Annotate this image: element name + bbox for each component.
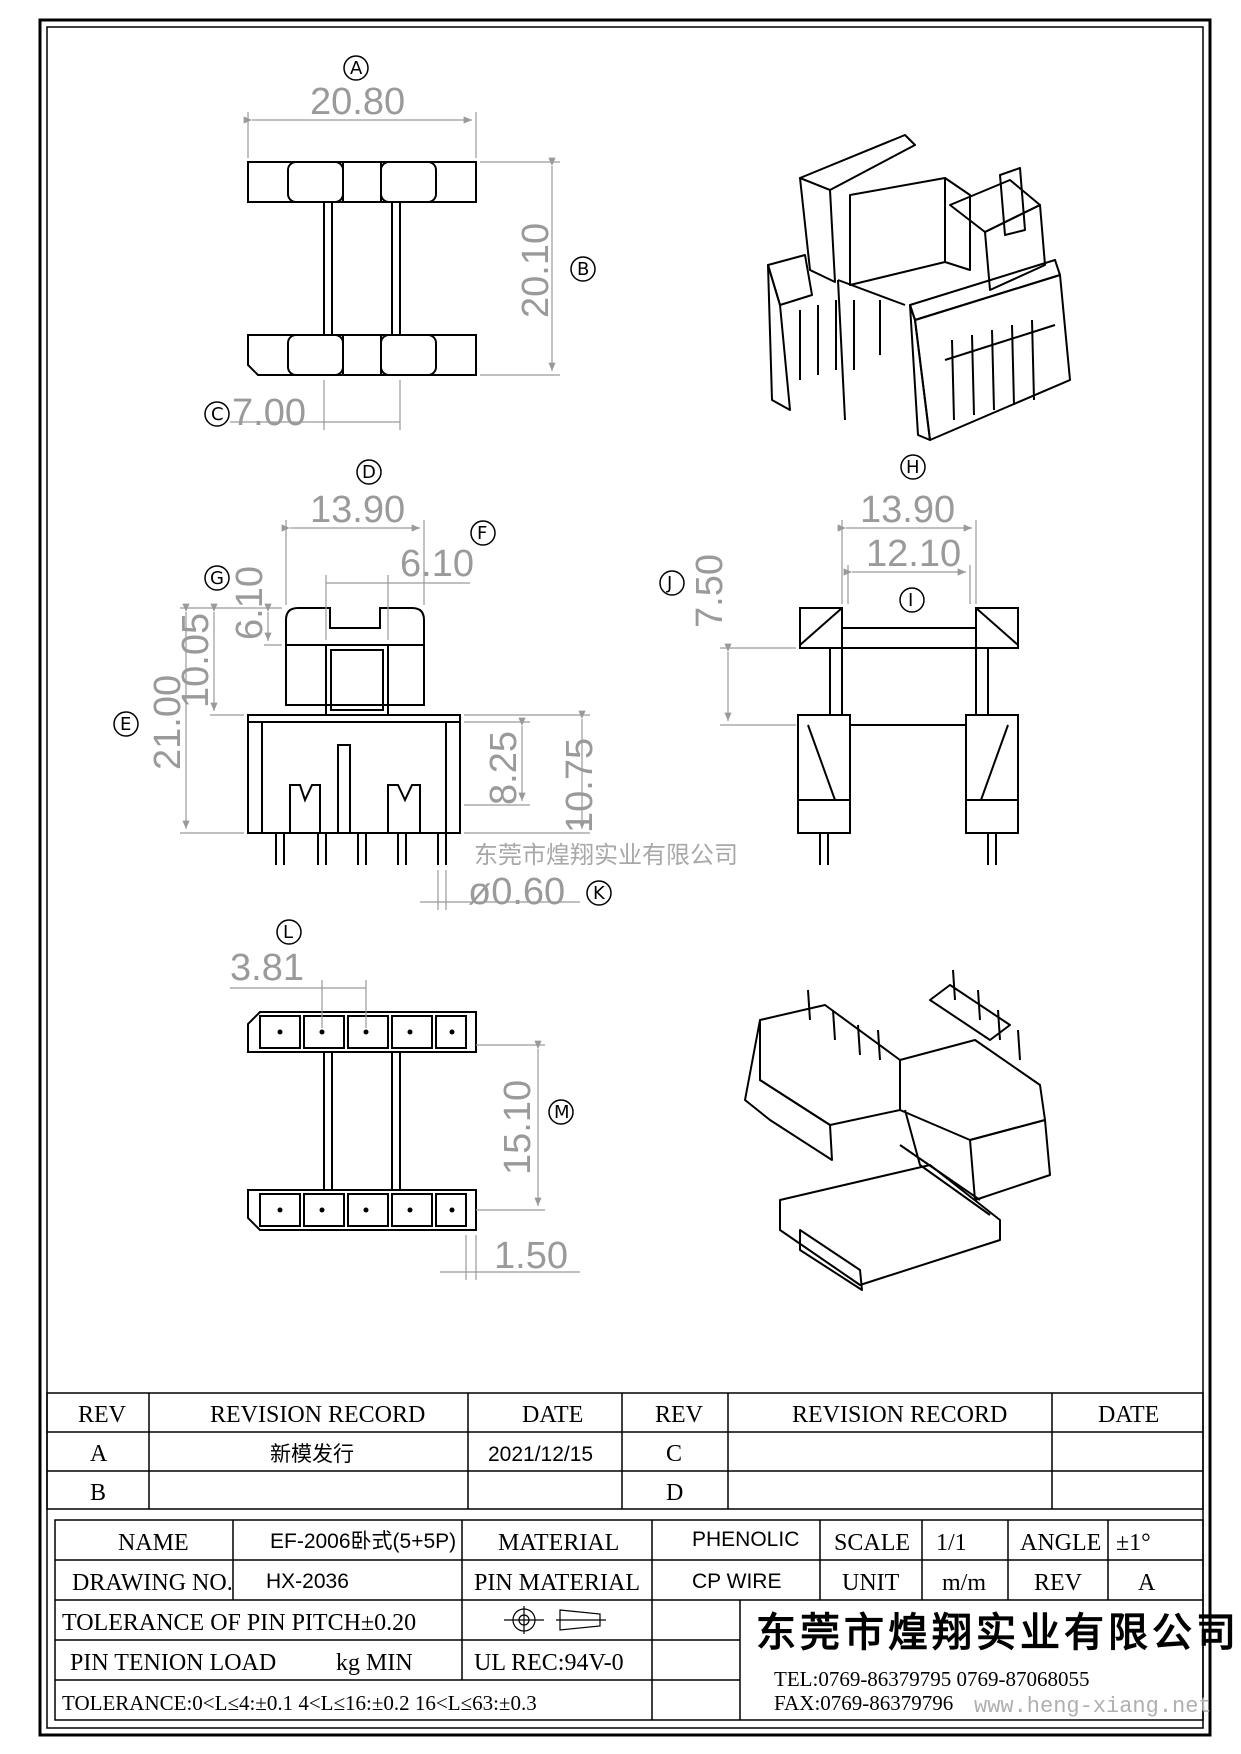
dim-150-value: 1.50: [494, 1235, 568, 1277]
svg-text:K: K: [593, 883, 606, 904]
front-view: [247, 607, 461, 865]
tag-j: J: [659, 570, 685, 596]
drawing-no-value: HX-2036: [266, 1570, 349, 1593]
svg-text:M: M: [554, 1102, 570, 1123]
tag-k: K: [586, 880, 612, 906]
dim-g-value: 6.10: [229, 566, 271, 640]
dim-b-value: 20.10: [515, 223, 557, 318]
tolerance-general: TOLERANCE:0<L≤4:±0.1 4<L≤16:±0.2 16<L≤63…: [62, 1691, 537, 1715]
company-tel: TEL:0769-86379795 0769-87068055: [774, 1667, 1090, 1691]
bottom-view: [247, 1011, 477, 1231]
dim-825-value: 8.25: [483, 731, 525, 805]
side-dim-inner-value: 12.10: [866, 533, 961, 575]
rev-row1-record: 新模发行: [270, 1443, 354, 1466]
svg-text:G: G: [210, 568, 224, 589]
tag-m: M: [548, 1099, 574, 1125]
watermark-center: 东莞市煌翔实业有限公司: [474, 841, 738, 869]
svg-text:L: L: [283, 922, 293, 943]
dim-e-value: 21.00: [147, 675, 189, 770]
side-view-dimensions: [720, 520, 977, 726]
iso-view-top: [767, 134, 1071, 441]
svg-text:E: E: [120, 714, 131, 735]
tolerance-pitch: TOLERANCE OF PIN PITCH±0.20: [62, 1610, 416, 1636]
date-header-1: DATE: [522, 1402, 583, 1428]
rev-row2-rev2: D: [666, 1480, 683, 1506]
material-label: MATERIAL: [498, 1530, 619, 1556]
angle-label: ANGLE: [1020, 1530, 1101, 1556]
angle-value: ±1°: [1116, 1530, 1151, 1556]
rev-header-2: REV: [655, 1402, 704, 1428]
company-name: 东莞市煌翔实业有限公司: [756, 1610, 1240, 1656]
rev-record-header-1: REVISION RECORD: [210, 1402, 425, 1428]
dim-j-value: 7.50: [689, 554, 731, 628]
dim-f-value: 6.10: [400, 543, 474, 585]
rev-value: A: [1138, 1570, 1156, 1596]
title-block: [54, 1519, 1204, 1721]
tag-a: A: [343, 55, 369, 81]
side-view: [797, 607, 1019, 865]
svg-text:B: B: [577, 259, 589, 280]
rev-row2-rev: B: [90, 1480, 106, 1506]
iso-view-bottom: [744, 969, 1051, 1291]
tag-b: B: [570, 256, 596, 282]
watermark-url: www.heng-xiang.net: [974, 1694, 1212, 1719]
dim-a-value: 20.80: [310, 81, 405, 123]
material-value: PHENOLIC: [692, 1528, 799, 1551]
drawing-no-label: DRAWING NO.: [72, 1570, 233, 1596]
tag-d: D: [356, 459, 382, 485]
name-value: EF-2006卧式(5+5P): [270, 1530, 456, 1553]
rev-row1-rev2: C: [666, 1441, 682, 1467]
svg-text:C: C: [211, 404, 224, 425]
tag-c: C: [204, 401, 230, 427]
bottom-view-pins: [277, 1029, 455, 1213]
rev-header-1: REV: [78, 1402, 127, 1428]
dim-m-value: 15.10: [497, 1080, 539, 1175]
front-view-dimensions: [180, 520, 590, 910]
dim-d-value: 13.90: [310, 489, 405, 531]
svg-text:F: F: [477, 523, 487, 544]
dim-l-value: 3.81: [230, 947, 304, 989]
svg-text:H: H: [906, 457, 920, 478]
rev-record-header-2: REVISION RECORD: [792, 1402, 1007, 1428]
pin-material-label: PIN MATERIAL: [474, 1570, 640, 1596]
top-view-dimensions: [230, 112, 560, 430]
dim-k-value: ø0.60: [468, 871, 565, 913]
pin-tension-label: PIN TENION LOAD: [70, 1650, 276, 1676]
dim-1005-value: 10.05: [175, 613, 217, 708]
scale-value: 1/1: [936, 1530, 967, 1556]
dim-c-value: 7.00: [232, 392, 306, 434]
bottom-view-dimensions: [230, 980, 580, 1280]
svg-text:I: I: [908, 590, 913, 611]
unit-value: m/m: [942, 1570, 986, 1596]
inner-frame: [46, 26, 1204, 1729]
rev-label: REV: [1034, 1570, 1083, 1596]
dim-1075-value: 10.75: [559, 738, 601, 833]
date-header-2: DATE: [1098, 1402, 1159, 1428]
rev-row1-rev: A: [90, 1441, 108, 1467]
name-label: NAME: [118, 1530, 189, 1556]
tag-l: L: [276, 919, 302, 945]
tag-h: H: [900, 454, 926, 480]
rev-row1-date: 2021/12/15: [488, 1443, 593, 1466]
outer-frame: [38, 18, 1212, 1737]
tag-e: E: [113, 711, 139, 737]
top-view: [247, 161, 477, 376]
ul-rec: UL REC:94V-0: [474, 1650, 624, 1676]
svg-text:D: D: [362, 462, 376, 483]
svg-text:J: J: [666, 573, 672, 594]
revision-table: [46, 1392, 1204, 1510]
svg-text:A: A: [350, 58, 363, 79]
tag-i: I: [899, 587, 925, 613]
unit-label: UNIT: [842, 1570, 900, 1596]
projection-symbol: [504, 1606, 606, 1634]
scale-label: SCALE: [834, 1530, 910, 1556]
tag-g: G: [204, 565, 230, 591]
company-fax: FAX:0769-86379796: [774, 1691, 953, 1715]
tag-f: F: [470, 520, 496, 546]
pin-material-value: CP WIRE: [692, 1570, 781, 1593]
pin-tension-value: kg MIN: [336, 1650, 413, 1676]
side-dim-top-value: 13.90: [860, 489, 955, 531]
